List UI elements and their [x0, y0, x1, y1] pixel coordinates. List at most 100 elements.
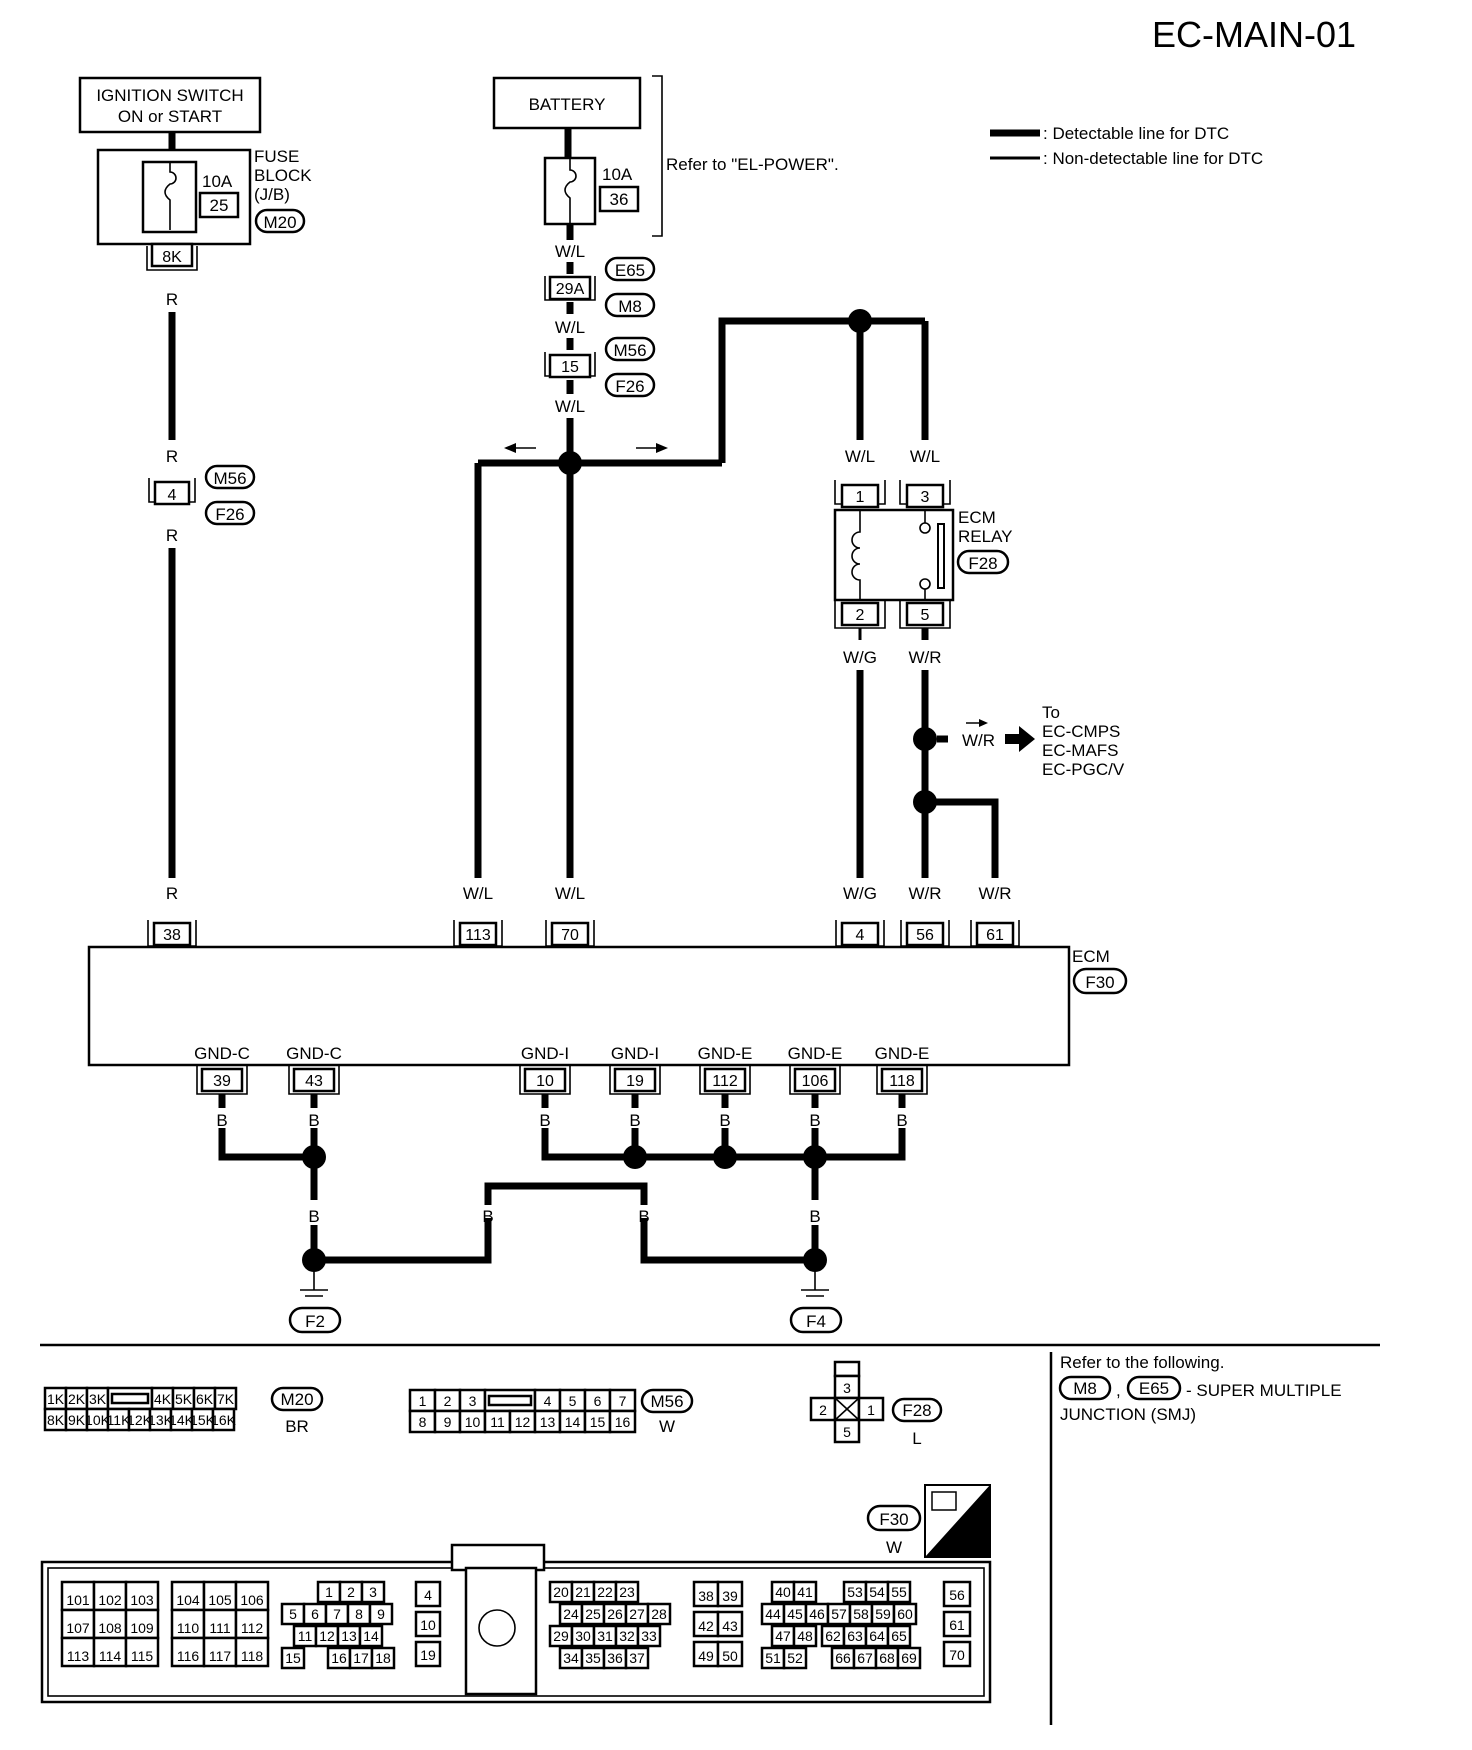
connector-cell: 16 — [331, 1650, 347, 1666]
connector-cell: 34 — [563, 1650, 579, 1666]
connector-cell: 68 — [879, 1650, 895, 1666]
connector-cell: 19 — [420, 1647, 436, 1663]
svg-text:EC-MAFS: EC-MAFS — [1042, 741, 1119, 760]
connector-cell: 8 — [419, 1414, 427, 1430]
connector-cell: 15K — [190, 1412, 216, 1428]
connector-cell: 10 — [420, 1617, 436, 1633]
connector-cell: 101 — [66, 1592, 90, 1608]
svg-text:W/L: W/L — [845, 447, 875, 466]
ecm-pin-name: GND-E — [875, 1044, 930, 1063]
connector-cell: 37 — [629, 1650, 645, 1666]
connector-cell: 3 — [469, 1393, 477, 1409]
connector-cell: 41 — [797, 1584, 813, 1600]
hs-label: H.S. — [949, 1535, 982, 1554]
connector-cell: 13K — [148, 1412, 174, 1428]
connector-cell: 43 — [722, 1618, 738, 1634]
connector-cell: 3 — [843, 1380, 851, 1396]
page-title: EC-MAIN-01 — [1152, 14, 1356, 55]
svg-text:E65: E65 — [615, 261, 645, 280]
connector-cell: 53 — [847, 1584, 863, 1600]
connector-cell: 30 — [575, 1628, 591, 1644]
connector-cell: 61 — [949, 1617, 965, 1633]
connector-cell: 2K — [68, 1391, 86, 1407]
connector-cell: 31 — [597, 1628, 613, 1644]
ecm-pin-number: 112 — [712, 1073, 738, 1090]
connector-cell: 33 — [641, 1628, 657, 1644]
ecm-pin-number: 43 — [305, 1073, 323, 1090]
wire-color: B — [308, 1111, 319, 1130]
ecm: ECM F30 — [87, 945, 1128, 1067]
svg-text:10A: 10A — [602, 165, 633, 184]
connector-15: 15 M56 F26 — [544, 336, 656, 398]
connector-cell: 32 — [619, 1628, 635, 1644]
connector-cell: 5 — [289, 1606, 297, 1622]
ecm-pin-name: GND-E — [788, 1044, 843, 1063]
wire-color: B — [216, 1111, 227, 1130]
connector-cell: 1 — [867, 1402, 875, 1418]
connector-cell: 10K — [85, 1412, 111, 1428]
connector-cell: 114 — [99, 1648, 122, 1664]
svg-text:W/L: W/L — [555, 318, 585, 337]
ecm-pin-name: GND-I — [521, 1044, 569, 1063]
refer-note: Refer to the following. M8 , E65 - SUPER… — [1058, 1353, 1342, 1424]
wire-color: B — [809, 1111, 820, 1130]
connector-cell: 40 — [775, 1584, 791, 1600]
connector-cell: 24 — [563, 1606, 579, 1622]
connector-cell: 11 — [490, 1414, 505, 1430]
svg-text:W/L: W/L — [555, 242, 585, 261]
connector-cell: 52 — [787, 1650, 803, 1666]
connector-cell: 4K — [154, 1391, 172, 1407]
connector-cell: 5 — [569, 1393, 577, 1409]
svg-text:M56: M56 — [613, 341, 646, 360]
connector-cell: 12 — [515, 1414, 531, 1430]
connector-cell: 22 — [597, 1584, 613, 1600]
connector-cell: 7K — [217, 1391, 235, 1407]
ecm-pin-number: 4 — [856, 927, 865, 944]
connector-cell: 6 — [311, 1606, 319, 1622]
ecm-pin-number: 10 — [536, 1073, 554, 1090]
connector-cell: 11 — [298, 1628, 313, 1644]
svg-text:W/G: W/G — [843, 648, 877, 667]
connector-cell: 5 — [843, 1424, 851, 1440]
connector-cell: 13 — [341, 1628, 357, 1644]
legend: : Detectable line for DTC : Non-detectab… — [990, 124, 1263, 168]
connector-cell: 46 — [809, 1606, 825, 1622]
ecm-bottom-pins: GND-C39BGND-C43BGND-I10BGND-I19BGND-E112… — [194, 1044, 929, 1130]
connector-cell: 48 — [797, 1628, 813, 1644]
wire-color: B — [539, 1111, 550, 1130]
connector-cell: 18 — [375, 1650, 391, 1666]
wire-color: B — [629, 1111, 640, 1130]
ecm-relay: 1 3 2 5 ECM RELAY F28 — [833, 480, 1013, 629]
connector-cell: 4 — [544, 1393, 552, 1409]
connector-cell: 70 — [949, 1647, 965, 1663]
connector-cell: 14 — [363, 1628, 379, 1644]
svg-text:F28: F28 — [968, 554, 997, 573]
legend-non-detectable: : Non-detectable line for DTC — [1043, 149, 1263, 168]
connector-cell: 29 — [553, 1628, 569, 1644]
ecm-pin-name: GND-C — [194, 1044, 250, 1063]
svg-text:B: B — [482, 1207, 493, 1226]
ecm-pin-number: 56 — [916, 927, 934, 944]
ground-f4: F4 — [806, 1312, 826, 1331]
connector-id: F28 — [902, 1401, 931, 1420]
svg-text:B: B — [809, 1207, 820, 1226]
svg-text:F26: F26 — [615, 377, 644, 396]
connector-cell: 9 — [444, 1414, 452, 1430]
svg-text:W/L: W/L — [463, 884, 493, 903]
connector-cell: 107 — [66, 1620, 90, 1636]
ecm-pin-number: 19 — [626, 1073, 644, 1090]
connector-cell: 65 — [891, 1628, 907, 1644]
svg-text:2: 2 — [856, 607, 865, 624]
svg-text:To: To — [1042, 703, 1060, 722]
connector-cell: 60 — [897, 1606, 913, 1622]
connector-cell: 102 — [98, 1592, 122, 1608]
svg-text:29A: 29A — [556, 281, 585, 298]
svg-text:B: B — [638, 1207, 649, 1226]
connector-cell: 42 — [698, 1618, 714, 1634]
svg-text:4: 4 — [168, 487, 177, 504]
connector-cell: 2 — [347, 1584, 355, 1600]
connector-cell: 49 — [698, 1648, 714, 1664]
ignition-switch-state: ON or START — [118, 107, 222, 126]
svg-text:W/G: W/G — [843, 884, 877, 903]
